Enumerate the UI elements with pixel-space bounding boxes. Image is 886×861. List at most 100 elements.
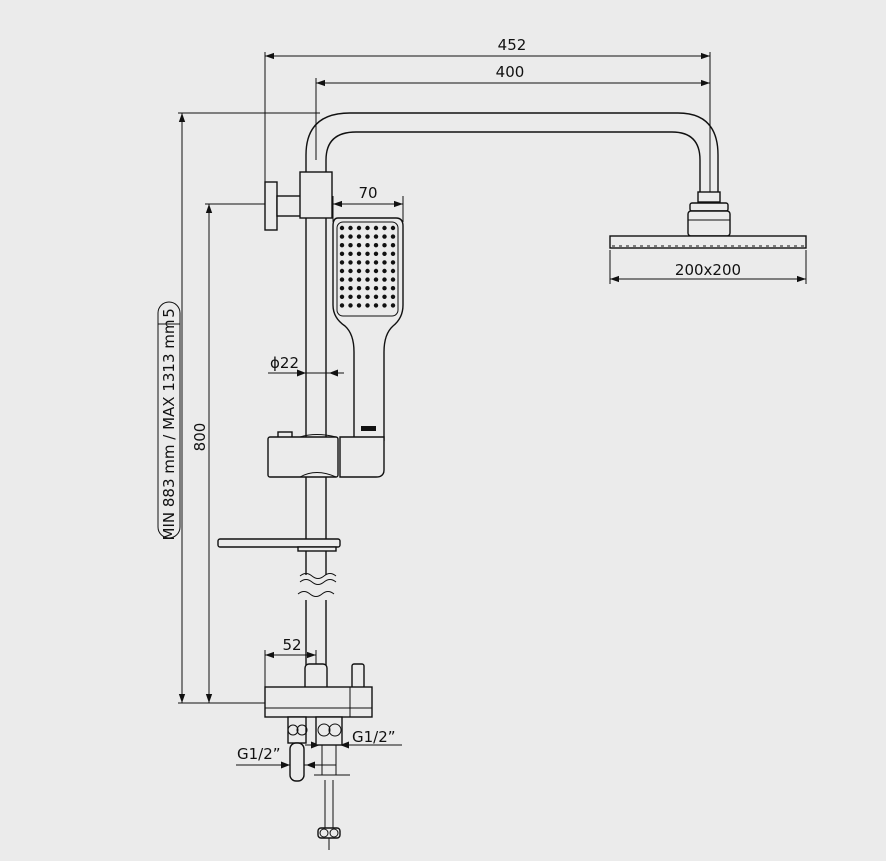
nozzle-dot <box>339 294 345 299</box>
label-70: 70 <box>358 184 377 202</box>
nozzle-dot <box>365 303 370 308</box>
nozzle-dot <box>339 303 345 308</box>
nozzle-dot <box>390 268 396 274</box>
nozzle-dot <box>382 251 387 256</box>
nozzle-dot <box>339 234 345 239</box>
dimension-height-range: 5 MIN 883 mm / MAX 1313 mm <box>157 112 320 704</box>
nozzle-dot <box>390 303 396 308</box>
nozzle-dot <box>348 286 353 291</box>
nozzle-dot <box>365 260 370 265</box>
nozzle-dot <box>390 251 396 256</box>
nozzle-dot <box>382 225 387 231</box>
nozzle-dot <box>348 260 353 265</box>
nozzle-dot <box>373 277 379 282</box>
nozzle-dot <box>356 225 362 231</box>
slider-holder <box>267 431 385 478</box>
inlet-fitting-left <box>287 716 308 782</box>
nozzle-dot <box>390 277 396 282</box>
inlet-fitting-right <box>314 716 350 850</box>
nozzle-dot <box>365 234 370 239</box>
hand-shower <box>332 217 404 441</box>
nozzle-dot <box>365 268 370 274</box>
nozzle-dot <box>390 234 396 239</box>
dimension-g12-left: G1/2” <box>236 745 336 769</box>
nozzle-dot <box>365 243 370 248</box>
dimension-400: 400 <box>315 63 710 160</box>
nozzle-dot <box>348 234 353 239</box>
nozzle-dot <box>373 260 379 265</box>
dimension-52: 52 <box>264 636 317 690</box>
nozzle-dot <box>373 303 379 308</box>
overhead-shower <box>609 191 807 249</box>
nozzle-dot <box>356 251 362 256</box>
nozzle-dot <box>356 260 362 265</box>
label-g12-right: G1/2” <box>352 728 396 746</box>
nozzle-dot <box>382 234 387 239</box>
nozzle-dot <box>365 251 370 256</box>
nozzle-dot <box>373 294 379 299</box>
nozzle-dot <box>382 277 387 282</box>
nozzle-dot <box>365 277 370 282</box>
nozzle-dot <box>356 234 362 239</box>
dimension-g12-right: G1/2” <box>305 728 402 749</box>
dimension-200x200: 200x200 <box>609 250 807 284</box>
brand-mark <box>361 426 376 431</box>
label-200x200: 200x200 <box>675 261 741 279</box>
nozzle-dot <box>339 251 345 256</box>
nozzle-dot <box>348 277 353 282</box>
wall-bracket <box>264 171 333 231</box>
nozzle-dot <box>356 286 362 291</box>
label-52: 52 <box>282 636 301 654</box>
nozzle-dot <box>373 225 379 231</box>
shower-arm <box>305 112 719 193</box>
nozzle-dot <box>382 243 387 248</box>
nozzle-dot <box>339 225 345 231</box>
nozzle-dot <box>356 294 362 299</box>
nozzle-dot <box>356 268 362 274</box>
nozzle-dot <box>348 251 353 256</box>
label-800: 800 <box>191 423 209 452</box>
nozzle-dot <box>373 234 379 239</box>
nozzle-dot <box>348 303 353 308</box>
nozzle-dot <box>365 294 370 299</box>
dimension-70: 70 <box>332 184 404 222</box>
nozzle-dot <box>348 294 353 299</box>
nozzle-dot <box>382 268 387 274</box>
nozzle-dot <box>382 303 387 308</box>
nozzle-dot <box>339 277 345 282</box>
label-g12-left: G1/2” <box>237 745 281 763</box>
nozzle-dot <box>373 286 379 291</box>
nozzle-dot <box>382 294 387 299</box>
nozzle-dot <box>382 286 387 291</box>
nozzle-dot <box>339 268 345 274</box>
nozzle-dot <box>365 225 370 231</box>
nozzle-dot <box>339 286 345 291</box>
nozzle-dot <box>390 243 396 248</box>
nozzle-dot <box>365 286 370 291</box>
nozzle-dot <box>348 225 353 231</box>
nozzle-dot <box>356 243 362 248</box>
label-phi22: ϕ22 <box>270 354 299 372</box>
slide-bar <box>297 218 337 665</box>
label-height-range: MIN 883 mm / MAX 1313 mm <box>160 320 178 541</box>
nozzle-dot <box>373 243 379 248</box>
nozzle-dot <box>390 286 396 291</box>
nozzle-dot <box>373 251 379 256</box>
nozzle-dot <box>373 268 379 274</box>
nozzle-dot <box>390 260 396 265</box>
nozzle-dot <box>348 268 353 274</box>
nozzle-dot <box>339 243 345 248</box>
nozzle-dot <box>390 225 396 231</box>
dimension-800: 800 <box>191 203 300 704</box>
nozzle-dot <box>339 260 345 265</box>
label-range-index: 5 <box>160 308 178 318</box>
nozzle-dot <box>390 294 396 299</box>
mixer-valve <box>264 663 373 718</box>
nozzle-dot <box>382 260 387 265</box>
nozzle-dot <box>356 303 362 308</box>
soap-shelf <box>217 538 341 552</box>
label-452: 452 <box>498 36 527 54</box>
nozzle-dot <box>348 243 353 248</box>
